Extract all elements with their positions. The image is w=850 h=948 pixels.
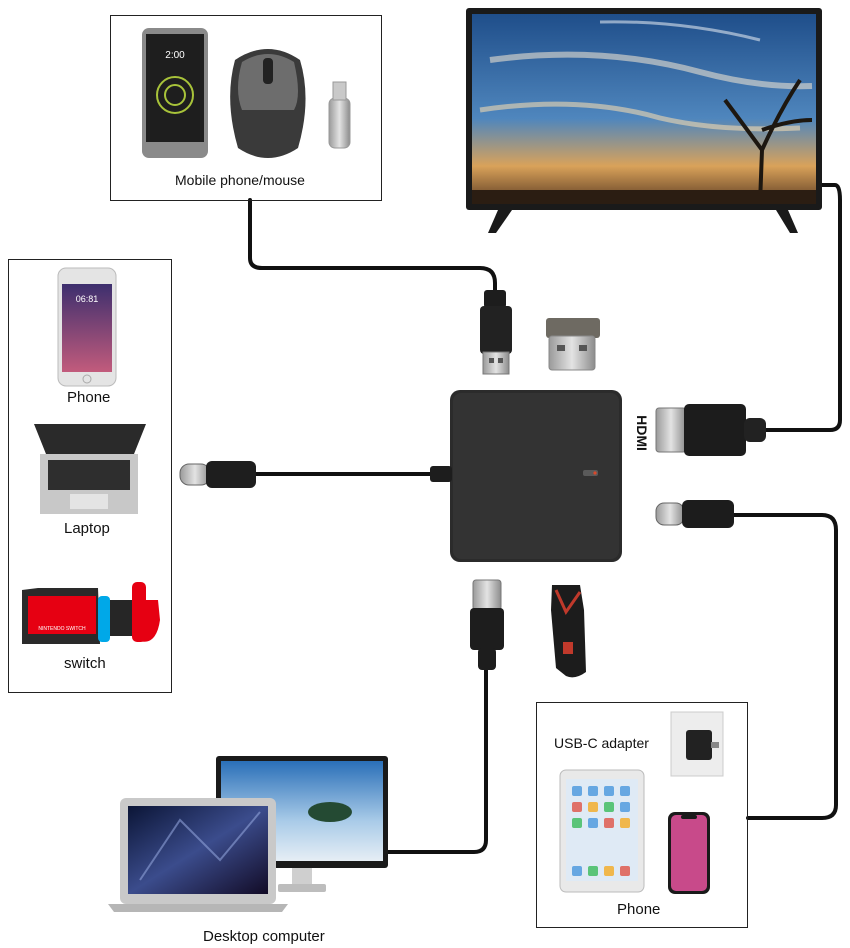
hdmi-plug-bottom	[470, 580, 504, 670]
label-desktop-computer: Desktop computer	[203, 928, 325, 945]
left-devices-box	[8, 259, 172, 693]
label-usbc-adapter: USB-C adapter	[554, 735, 649, 751]
usb-c-plug-input	[180, 461, 256, 488]
label-phone-left: Phone	[67, 389, 110, 406]
usb-a-plug-top	[480, 290, 512, 374]
usb-c-plug-pd	[656, 500, 734, 528]
label-mobile-phone-mouse: Mobile phone/mouse	[175, 172, 305, 188]
label-switch: switch	[64, 655, 106, 672]
usb-a-adapter-top	[546, 318, 600, 370]
cable-usb-a-top	[250, 200, 495, 300]
label-hdmi: HDMI	[634, 415, 650, 451]
usb-c-hub	[430, 390, 622, 562]
label-laptop: Laptop	[64, 520, 110, 537]
usb-flash-drive-bottom	[551, 585, 586, 677]
cable-desktop	[387, 668, 486, 852]
cable-hdmi	[765, 185, 840, 430]
hdmi-plug	[656, 404, 766, 456]
television	[466, 8, 822, 233]
cable-usb-c-pd	[733, 515, 836, 818]
label-phone-right: Phone	[617, 901, 660, 918]
desktop-laptop	[108, 798, 288, 912]
desktop-computer-group	[108, 756, 388, 912]
